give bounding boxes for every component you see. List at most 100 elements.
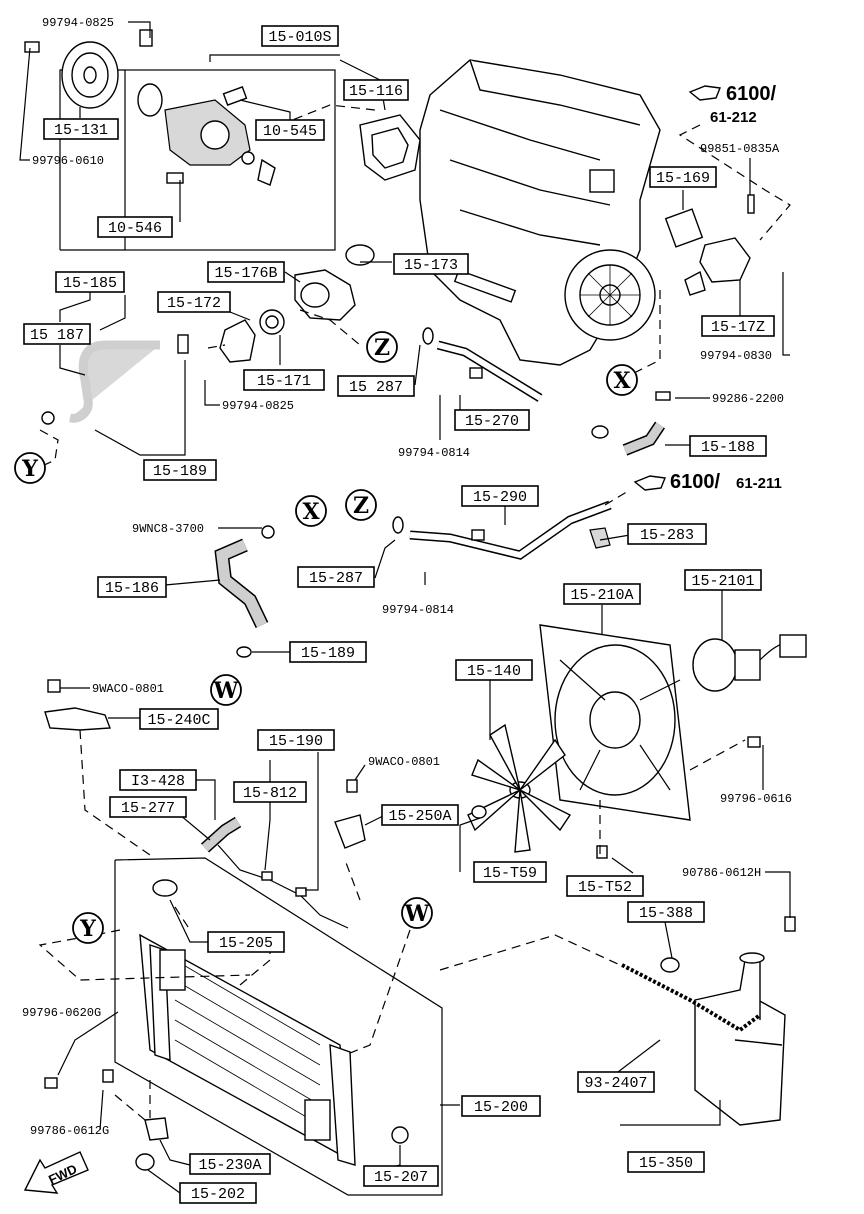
callout-15-140[interactable]: 15-140 [455,659,533,681]
bracket-250A [334,779,366,849]
ref-letter: X [302,499,320,525]
callout-15-189-top[interactable]: 15-189 [143,459,217,481]
thermostat-housing-right [664,194,755,296]
callout-text: 15-350 [639,1155,693,1172]
hose-188 [591,391,671,456]
callout-15-287-mid[interactable]: 15-287 [297,566,375,588]
callout-text: 15-2101 [691,573,754,590]
ref-letter: W [213,678,239,704]
part-number: 99851-0835A [700,142,780,156]
callout-15-172-right[interactable]: 15-17Z [701,315,775,337]
page-ref-main: 6100/ [726,83,776,105]
callout-15-116[interactable]: 15-116 [343,79,409,101]
callout-15-200[interactable]: 15-200 [461,1095,541,1117]
ref-circle-w-mid: W [210,674,242,706]
radiator [139,933,356,1166]
callout-15-T59[interactable]: 15-T59 [473,861,547,883]
radiator-cap [152,879,178,897]
callout-15-186[interactable]: 15-186 [97,576,167,598]
callout-15-812[interactable]: 15-812 [233,781,307,803]
callout-15-202[interactable]: 15-202 [179,1182,257,1204]
hose-812 [217,844,349,929]
part-number: 99794-0830 [700,349,772,363]
ref-circle-x-top: X [606,364,638,396]
callout-15-010S[interactable]: 15-010S [261,25,339,47]
callout-text: 15-388 [639,905,693,922]
fan-blade [467,723,572,853]
callout-text: 15-140 [467,663,521,680]
thermostat [259,309,285,335]
callout-15-388[interactable]: 15-388 [627,901,705,923]
fan-shroud [539,624,691,821]
forward-arrow: FWD [23,1151,89,1194]
part-number: 99794-0814 [398,446,470,460]
callout-15-277[interactable]: 15-277 [109,796,187,818]
callout-text: 15-116 [349,83,403,100]
part-number: 99796-0616 [720,792,792,806]
callout-10-545[interactable]: 10-545 [255,119,325,141]
part-number: 9WACO-0801 [92,682,164,696]
callout-15-131[interactable]: 15-131 [43,118,119,140]
callout-text: 15-176B [214,265,277,282]
callout-text: 15-172 [167,295,221,312]
part-number: 90786-0612H [682,866,761,880]
bolts-lower [44,736,796,1089]
callout-15-207[interactable]: 15-207 [363,1165,439,1187]
callout-15-T52[interactable]: 15-T52 [566,875,644,897]
fan-motor [692,634,807,692]
callout-15-240C[interactable]: 15-240C [139,708,219,730]
callout-text: 10-546 [108,220,162,237]
callout-15-189-mid[interactable]: 15-189 [289,641,367,663]
callout-15-172-left[interactable]: 15-172 [157,291,231,313]
part-number: 9WACO-0801 [368,755,440,769]
callout-15-169[interactable]: 15-169 [649,166,717,188]
callout-15-2101[interactable]: 15-2101 [684,569,762,591]
callout-15-287-top[interactable]: 15 287 [337,375,415,397]
callout-text: 15-250A [388,808,451,825]
callout-text: 15-171 [257,373,311,390]
ref-circle-z-top: Z [366,331,398,363]
callout-93-2407[interactable]: 93-2407 [577,1071,655,1093]
ref-circle-y-lower: Y [72,912,104,944]
callout-text: 15-190 [269,733,323,750]
water-pipe-290 [409,500,612,560]
water-pump-gasket [359,114,421,181]
callout-15-210A[interactable]: 15-210A [563,583,641,605]
callout-text: 15-200 [474,1099,528,1116]
callout-15-290[interactable]: 15-290 [461,485,539,507]
callout-15-190[interactable]: 15-190 [257,729,335,751]
part-number: 99286-2200 [712,392,784,406]
callout-text: 15-131 [54,122,108,139]
callout-text: 15 187 [30,327,84,344]
callout-15-350[interactable]: 15-350 [627,1151,705,1173]
callout-text: 15-290 [473,489,527,506]
callout-15-176B[interactable]: 15-176B [207,261,285,283]
ref-letter: Y [21,456,38,482]
callout-15-270[interactable]: 15-270 [454,409,530,431]
callout-15-283[interactable]: 15-283 [627,523,707,545]
callout-15-173[interactable]: 15-173 [393,253,469,275]
page-ref-6100-61-212[interactable]: 6100/ 61-212 [688,83,776,126]
page-ref-sub: 61-211 [736,475,782,492]
callout-text: 15-270 [465,413,519,430]
callout-15-185[interactable]: 15-185 [55,271,125,293]
callout-10-546[interactable]: 10-546 [97,216,173,238]
callout-15-187[interactable]: 15 187 [23,323,91,345]
callout-text: 15-188 [701,439,755,456]
callout-text: I3-428 [131,773,185,790]
page-ref-6100-61-211[interactable]: 6100/ 61-211 [633,471,782,493]
callout-13-428[interactable]: I3-428 [119,769,197,791]
reservoir-tank [660,952,786,1126]
overflow-hose-2407 [621,963,762,1033]
callout-15-171[interactable]: 15-171 [243,369,325,391]
upper-hose-185 [41,340,160,425]
callout-15-230A[interactable]: 15-230A [189,1153,271,1175]
callout-15-250A[interactable]: 15-250A [381,804,459,826]
callout-15-188[interactable]: 15-188 [689,435,767,457]
hose-186 [214,525,275,658]
callout-15-205[interactable]: 15-205 [207,931,285,953]
ref-circle-w-lower: W [401,897,433,929]
bypass-pipe-270 [436,340,543,402]
part-number: 99794-0825 [222,399,294,413]
callout-text: 15-173 [404,257,458,274]
